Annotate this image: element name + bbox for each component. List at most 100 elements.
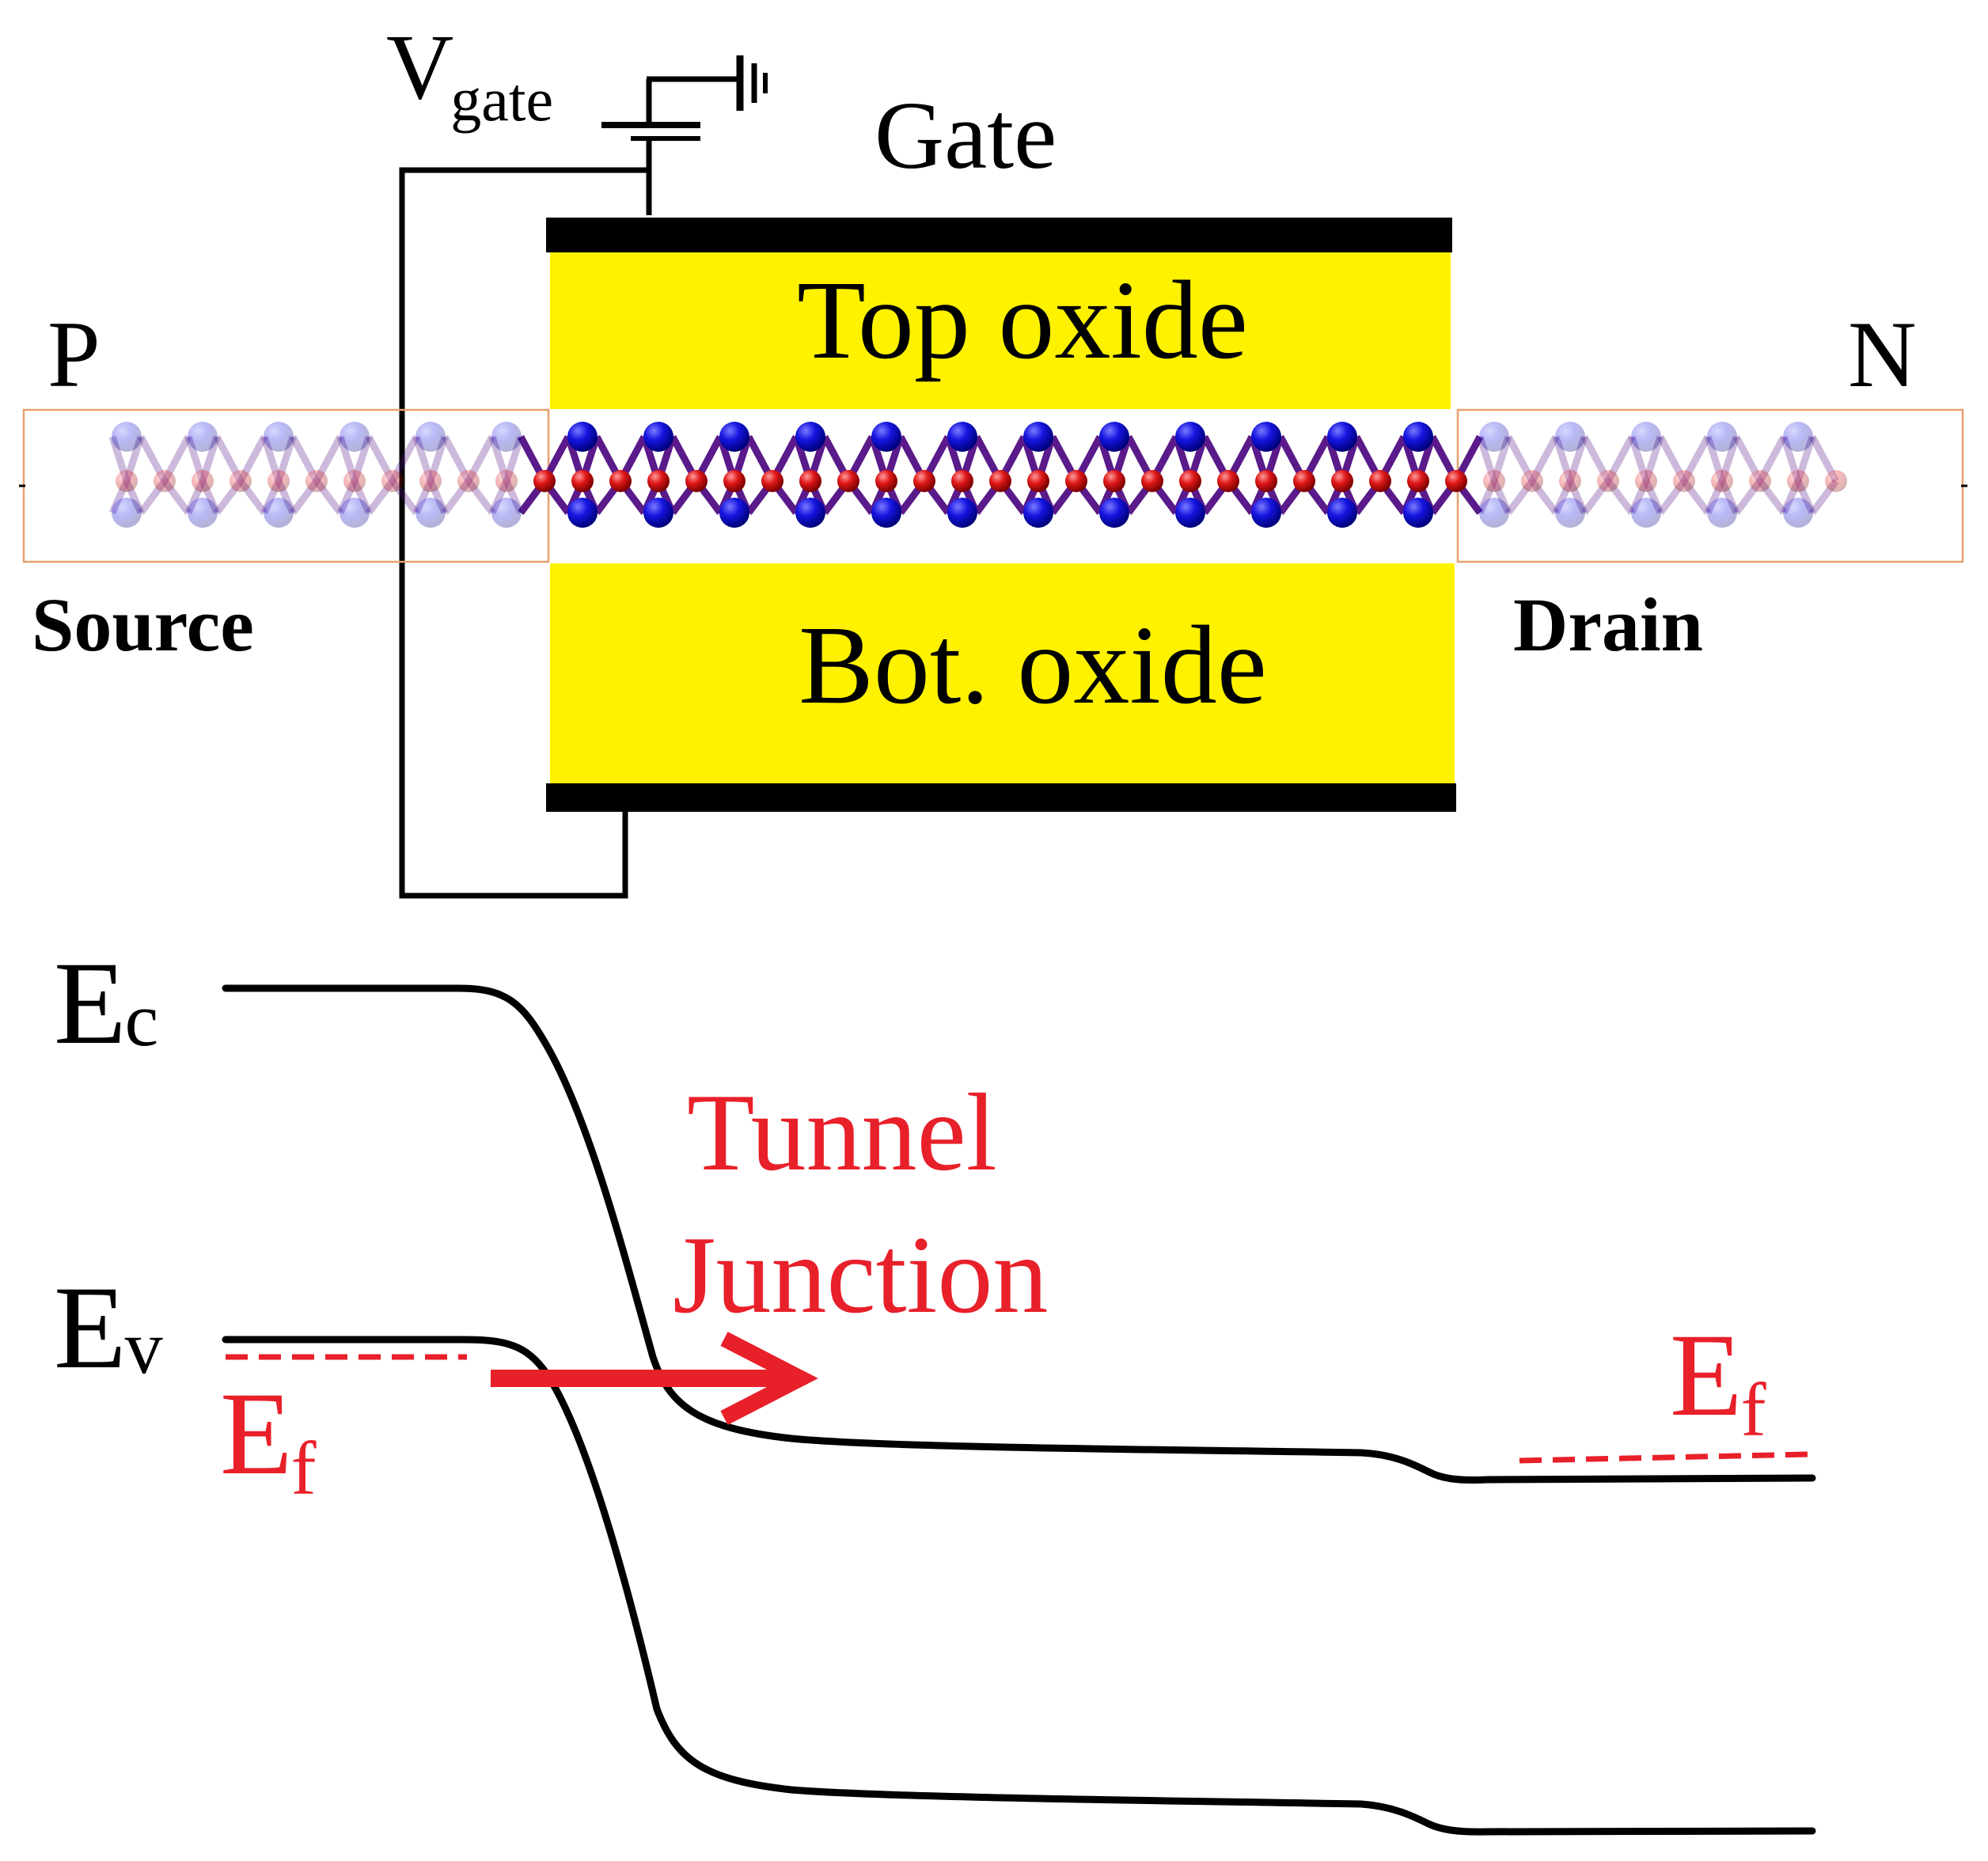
- blue-atom: [947, 422, 977, 452]
- red-atom: [154, 470, 176, 492]
- top-oxide-label: Top oxide: [797, 257, 1248, 382]
- blue-atom: [340, 422, 370, 452]
- blue-atom: [491, 422, 522, 452]
- n-region-label: N: [1848, 301, 1917, 407]
- bottom-gate-electrode: [546, 783, 1456, 812]
- red-atom: [343, 470, 366, 492]
- red-atom: [1255, 470, 1277, 492]
- red-atom: [571, 470, 594, 492]
- blue-atom: [415, 422, 446, 452]
- ef-left-label: Ef: [220, 1368, 317, 1510]
- blue-atom: [871, 498, 901, 528]
- blue-atom: [188, 498, 218, 528]
- red-atom: [1407, 470, 1429, 492]
- red-atom: [1483, 470, 1505, 492]
- red-atom: [1027, 470, 1049, 492]
- red-atom: [1331, 470, 1353, 492]
- blue-atom: [795, 498, 825, 528]
- blue-atom: [1555, 498, 1585, 528]
- blue-atom: [567, 422, 598, 452]
- blue-atom: [1175, 422, 1205, 452]
- blue-atom: [1479, 498, 1509, 528]
- blue-atom: [112, 422, 142, 452]
- red-atom: [875, 470, 897, 492]
- gate-circuit-wire: [399, 167, 652, 899]
- red-atom: [989, 470, 1011, 492]
- v-gate-label: Vgate: [386, 15, 553, 134]
- red-atom: [1521, 470, 1543, 492]
- red-atom: [230, 470, 252, 492]
- blue-atom: [795, 422, 825, 452]
- red-atom: [723, 470, 746, 492]
- blue-atom: [1783, 498, 1813, 528]
- blue-atom: [947, 498, 977, 528]
- ec-label: Ec: [54, 938, 158, 1069]
- blue-atom: [1175, 498, 1205, 528]
- blue-atom: [643, 498, 673, 528]
- blue-atom: [1707, 422, 1737, 452]
- blue-atom: [643, 422, 673, 452]
- tunnel-junction-label-line2: Junction: [673, 1214, 1048, 1336]
- voltage-source-symbol: [601, 76, 740, 170]
- red-atom: [647, 470, 670, 492]
- atomic-chain: [108, 422, 1847, 528]
- blue-atom: [1099, 422, 1129, 452]
- red-atom: [1787, 470, 1809, 492]
- red-atom: [951, 470, 973, 492]
- ev-label: Ev: [54, 1262, 163, 1393]
- blue-atom: [1479, 422, 1509, 452]
- red-atom: [1597, 470, 1619, 492]
- red-atom: [116, 470, 138, 492]
- blue-atom: [1251, 498, 1281, 528]
- tunneling-arrow: [491, 1332, 818, 1425]
- blue-atom: [188, 422, 218, 452]
- red-atom: [1103, 470, 1125, 492]
- red-atom: [419, 470, 442, 492]
- blue-atom: [1631, 498, 1661, 528]
- red-atom: [1369, 470, 1391, 492]
- blue-atom: [567, 498, 598, 528]
- blue-atom: [1707, 498, 1737, 528]
- blue-atom: [491, 498, 522, 528]
- red-atom: [1065, 470, 1087, 492]
- ef-right-label: Ef: [1670, 1310, 1766, 1452]
- blue-atom: [1251, 422, 1281, 452]
- blue-atom: [871, 422, 901, 452]
- blue-atom: [1023, 422, 1053, 452]
- red-atom: [609, 470, 632, 492]
- bottom-oxide-label: Bot. oxide: [799, 602, 1267, 727]
- blue-atom: [1631, 422, 1661, 452]
- red-atom: [192, 470, 214, 492]
- ground-symbol: [736, 55, 768, 111]
- top-oxide-layer: [550, 252, 1451, 409]
- tunnel-junction-label-line1: Tunnel: [687, 1071, 997, 1194]
- red-atom: [837, 470, 859, 492]
- blue-atom: [264, 422, 294, 452]
- conduction-band-curve: [222, 984, 1816, 1484]
- red-atom: [1635, 470, 1657, 492]
- red-atom: [1749, 470, 1771, 492]
- red-atom: [1217, 470, 1239, 492]
- blue-atom: [1555, 422, 1585, 452]
- blue-atom: [719, 422, 749, 452]
- red-atom: [1445, 470, 1467, 492]
- gate-label: Gate: [874, 82, 1057, 189]
- red-atom: [761, 470, 783, 492]
- red-atom: [1673, 470, 1695, 492]
- bottom-oxide-layer: [550, 563, 1455, 783]
- red-atom: [267, 470, 290, 492]
- blue-atom: [1403, 498, 1433, 528]
- blue-atom: [1327, 498, 1357, 528]
- valence-band-curve: [222, 1336, 1816, 1836]
- red-atom: [1141, 470, 1163, 492]
- blue-atom: [1099, 498, 1129, 528]
- red-atom: [457, 470, 480, 492]
- red-atom: [1293, 470, 1315, 492]
- drain-label: Drain: [1513, 582, 1703, 667]
- fermi-level-right: [1519, 1451, 1809, 1464]
- red-atom: [1825, 470, 1847, 492]
- red-atom: [1711, 470, 1733, 492]
- red-atom: [913, 470, 935, 492]
- top-gate-electrode: [546, 218, 1452, 252]
